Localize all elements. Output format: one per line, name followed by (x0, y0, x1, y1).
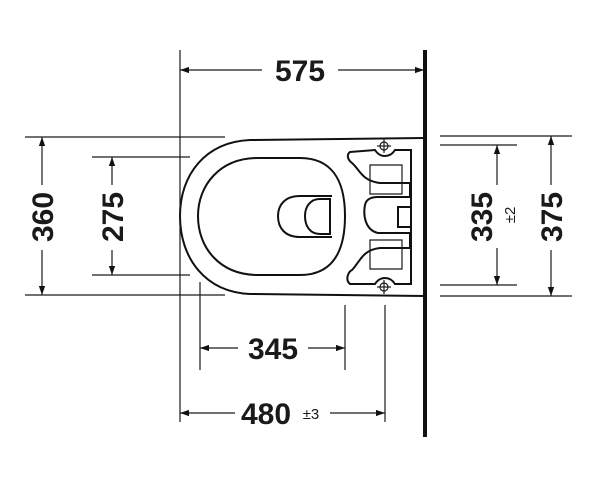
dimension-575: 575 (180, 55, 424, 88)
dimension-label: 480 (241, 398, 291, 431)
dimension-335: 335 ±2 (466, 145, 519, 285)
dimension-label: 360 (27, 192, 60, 242)
dimension-label: 345 (248, 333, 298, 366)
dimension-label: 375 (536, 192, 569, 242)
bolt-icon (377, 139, 391, 153)
dimension-360: 360 (27, 137, 60, 295)
toilet-top-view (178, 137, 425, 297)
dimension-label: 575 (275, 55, 325, 88)
dimension-375: 375 (536, 136, 569, 296)
dimension-label: 275 (97, 192, 130, 242)
dimension-345: 345 (200, 333, 345, 366)
tolerance-label: ±2 (502, 207, 519, 224)
dimension-480: 480 ±3 (180, 398, 385, 431)
dimension-275: 275 (97, 157, 130, 275)
dimension-label: 335 (466, 192, 499, 242)
bolt-icon (377, 280, 391, 294)
tolerance-label: ±3 (303, 406, 320, 423)
